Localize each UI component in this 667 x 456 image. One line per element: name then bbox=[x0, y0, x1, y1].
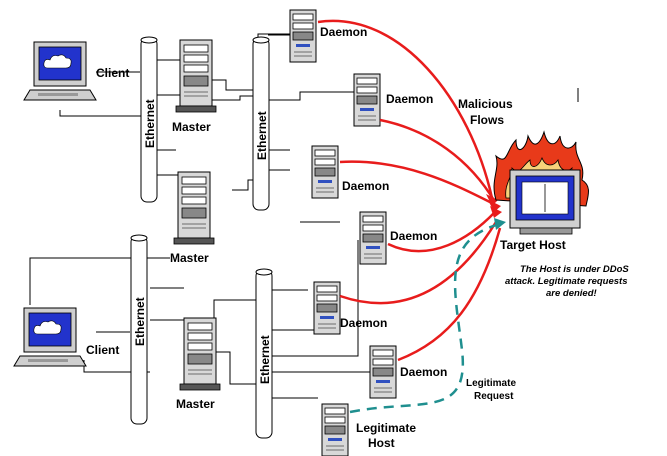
daemon-1-label: Daemon bbox=[320, 25, 367, 39]
legitimate-host-label-2: Host bbox=[368, 436, 395, 450]
client-top bbox=[24, 42, 96, 100]
daemon-2 bbox=[354, 74, 380, 126]
master-top-1 bbox=[176, 40, 216, 112]
master-top-2 bbox=[174, 172, 214, 244]
attack-note-line-1: The Host is under DDoS bbox=[520, 264, 629, 275]
ethernet-label: Ethernet bbox=[143, 99, 157, 148]
legitimate-host-label-1: Legitimate bbox=[356, 421, 416, 435]
ethernet-label: Ethernet bbox=[255, 111, 269, 160]
target-host bbox=[494, 132, 588, 234]
client-top-label: Client bbox=[96, 66, 129, 80]
daemon-3-label: Daemon bbox=[342, 179, 389, 193]
daemon-6 bbox=[370, 346, 396, 398]
malicious-flows-label-1: Malicious bbox=[458, 97, 513, 111]
daemon-4-label: Daemon bbox=[390, 229, 437, 243]
malicious-flows-label-2: Flows bbox=[470, 113, 504, 127]
target-host-label: Target Host bbox=[500, 238, 566, 252]
daemon-5-label: Daemon bbox=[340, 316, 387, 330]
master-bottom-label: Master bbox=[176, 397, 215, 411]
attack-note-line-2: attack. Legitimate requests bbox=[505, 276, 628, 287]
daemon-4 bbox=[360, 212, 386, 264]
ethernet-label: Ethernet bbox=[133, 297, 147, 346]
legitimate-request-label-1: Legitimate bbox=[466, 378, 516, 389]
client-bottom bbox=[14, 308, 86, 366]
legitimate-request-label-2: Request bbox=[474, 391, 514, 402]
daemon-3 bbox=[312, 146, 338, 198]
legitimate-host bbox=[322, 404, 348, 456]
attack-note-line-3: are denied! bbox=[546, 288, 597, 299]
master-bottom bbox=[180, 318, 220, 390]
master-top-2-label: Master bbox=[170, 251, 209, 265]
ethernet-segment-4: Ethernet bbox=[256, 269, 272, 438]
ethernet-segment-3: Ethernet bbox=[131, 235, 147, 424]
daemon-2-label: Daemon bbox=[386, 92, 433, 106]
ethernet-segment-1: Ethernet bbox=[141, 37, 157, 202]
client-bottom-label: Client bbox=[86, 343, 119, 357]
master-top-1-label: Master bbox=[172, 120, 211, 134]
ethernet-segment-2: Ethernet bbox=[253, 37, 269, 210]
daemon-1 bbox=[290, 10, 316, 62]
daemon-5 bbox=[314, 282, 340, 334]
ethernet-label: Ethernet bbox=[258, 335, 272, 384]
daemon-6-label: Daemon bbox=[400, 365, 447, 379]
